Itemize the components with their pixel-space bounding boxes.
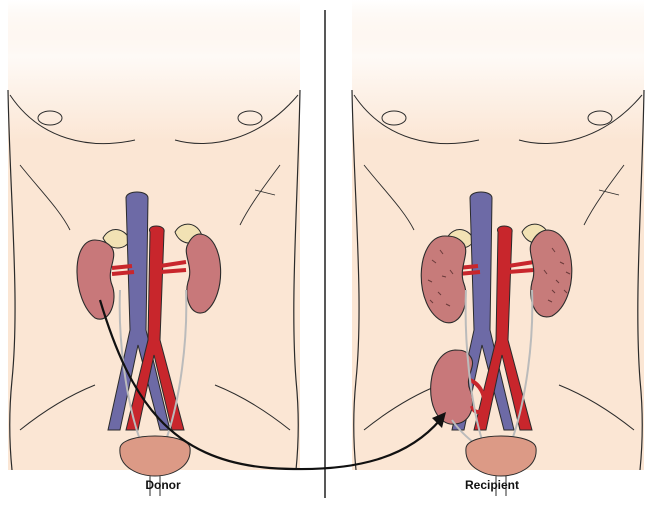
donor-chest-line bbox=[9, 94, 299, 145]
donor-left-kidney bbox=[76, 239, 115, 320]
recipient-label: Recipient bbox=[464, 478, 519, 492]
recipient-panel bbox=[351, 0, 645, 496]
donor-right-nipple bbox=[237, 110, 263, 126]
recipient-aorta bbox=[473, 225, 533, 431]
transplant-arrow bbox=[98, 299, 441, 471]
donor-rib-line bbox=[19, 164, 281, 231]
donor-renal-vessels bbox=[111, 260, 187, 276]
recipient-kidney-scarring bbox=[427, 247, 571, 307]
recipient-left-nipple bbox=[381, 110, 407, 126]
recipient-torso-outline bbox=[351, 89, 645, 471]
recipient-right-nipple bbox=[587, 110, 613, 126]
donor-ureters bbox=[118, 289, 188, 441]
donor-label: Donor bbox=[145, 478, 181, 492]
donor-right-kidney bbox=[185, 233, 222, 314]
donor-aorta bbox=[125, 225, 185, 431]
transplant-arrowhead bbox=[432, 412, 446, 428]
donor-groin-line bbox=[19, 384, 291, 431]
recipient-diseased-right-kidney bbox=[529, 229, 573, 318]
recipient-rib-line bbox=[363, 164, 625, 231]
recipient-chest-line bbox=[353, 94, 643, 145]
donor-left-nipple bbox=[37, 110, 63, 126]
donor-panel bbox=[7, 0, 301, 496]
donor-bladder bbox=[119, 435, 191, 496]
recipient-renal-vessels bbox=[457, 260, 535, 276]
recipient-bladder bbox=[465, 435, 537, 496]
donor-torso-outline bbox=[7, 89, 301, 471]
